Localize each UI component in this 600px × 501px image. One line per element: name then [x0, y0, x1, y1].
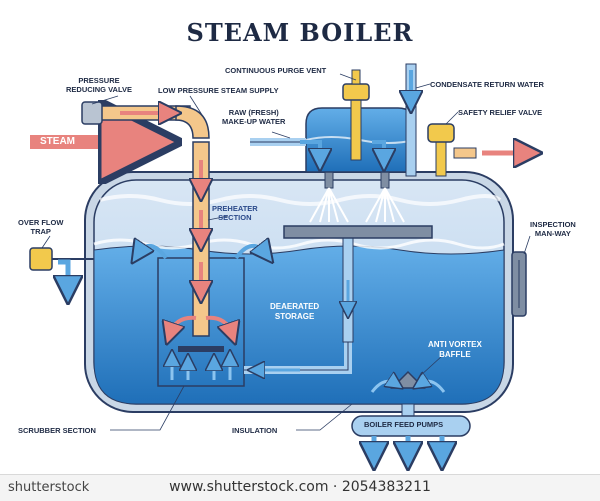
label-deaerated-storage: DEAERATED STORAGE	[270, 302, 320, 321]
spray-nozzles	[309, 171, 405, 223]
label-anti-vortex-baffle: ANTI VORTEX BAFFLE	[428, 340, 482, 359]
label-low-pressure-steam-supply: LOW PRESSURE STEAM SUPPLY	[158, 86, 279, 95]
safety-relief-valve[interactable]	[427, 123, 455, 143]
watermark-footer: shutterstock www.shutterstock.com · 2054…	[0, 474, 600, 501]
continuous-purge-vent-valve[interactable]	[342, 83, 370, 101]
label-insulation: INSULATION	[232, 426, 278, 435]
over-flow-trap[interactable]	[29, 247, 53, 271]
brand-logo: shutterstock	[8, 480, 90, 495]
diagram-title: STEAM BOILER	[186, 18, 414, 47]
water-wave	[93, 238, 505, 250]
boiler-diagram	[29, 63, 600, 474]
label-safety-relief-valve: SAFETY RELIEF VALVE	[458, 108, 543, 117]
label-over-flow-trap: OVER FLOW TRAP	[18, 218, 64, 236]
label-raw-make-up-water: RAW (FRESH) MAKE-UP WATER	[222, 108, 286, 126]
pressure-reducing-valve[interactable]	[81, 101, 103, 125]
leader-lines	[41, 73, 531, 431]
preheater-tray	[283, 225, 433, 239]
condensate-return-pipe	[405, 63, 417, 177]
steam-wave	[99, 194, 502, 206]
water-storage	[93, 245, 505, 405]
label-steam: STEAM	[40, 136, 75, 147]
label-inspection-man-way: INSPECTION MAN-WAY	[530, 220, 576, 238]
steam-elbow	[175, 105, 210, 139]
label-boiler-feed-pumps: BOILER FEED PUMPS	[364, 420, 444, 429]
boiler-feed-pump-manifold[interactable]	[351, 415, 471, 437]
raw-make-up-water-arrow	[300, 140, 320, 160]
label-preheater-section: PREHEATER SECTION	[212, 204, 258, 222]
label-scrubber-section: SCRUBBER SECTION	[18, 426, 96, 435]
label-pressure-reducing-valve: PRESSURE REDUCING VALVE	[66, 76, 132, 94]
continuous-purge-vent-pipe	[350, 95, 362, 161]
safety-relief-pipe	[435, 139, 447, 177]
label-continuous-purge-vent: CONTINUOUS PURGE VENT	[225, 66, 327, 75]
overflow-drain-arrow	[58, 259, 68, 290]
footer-site-id: www.shutterstock.com · 2054383211	[169, 479, 431, 495]
label-condensate-return-water: CONDENSATE RETURN WATER	[430, 80, 544, 89]
